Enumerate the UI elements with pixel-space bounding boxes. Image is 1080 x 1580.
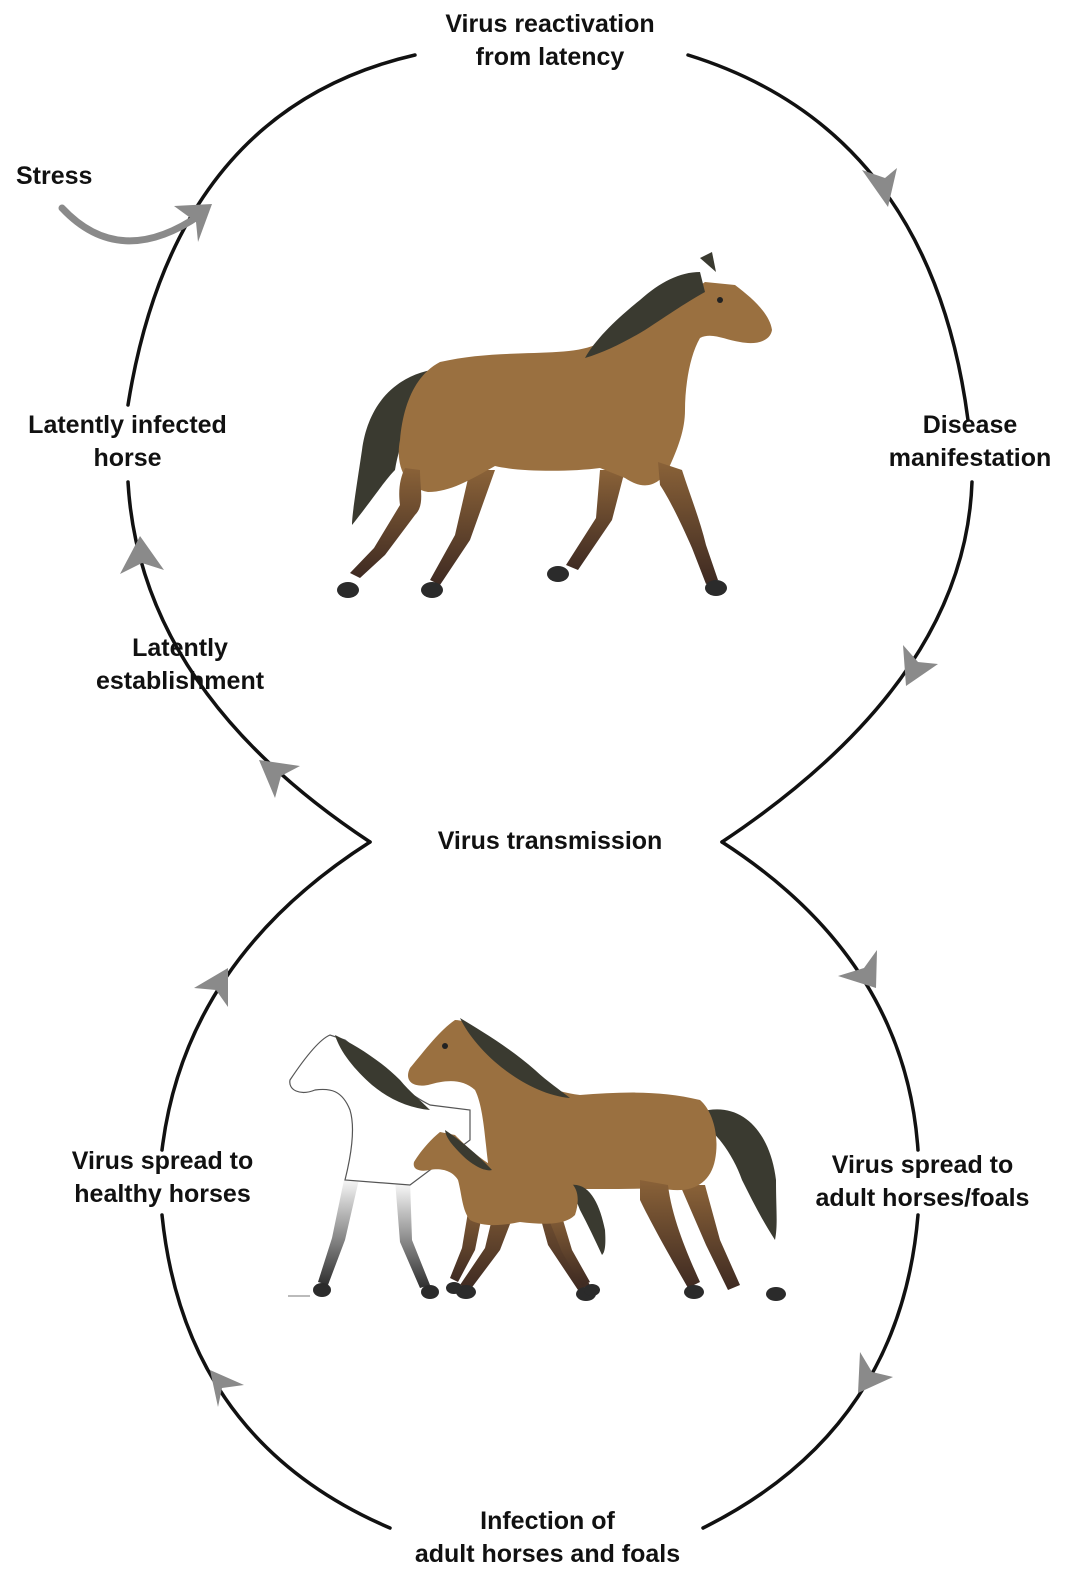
label-infection-line1: Infection of [370,1505,725,1538]
label-disease-line2: manifestation [860,442,1080,475]
label-virus-transmission-text: Virus transmission [390,825,710,858]
horse-group-with-foal-icon [288,1018,786,1301]
label-virus-transmission: Virus transmission [390,825,710,858]
label-latency-establishment: Latently establishment [60,632,300,698]
arc-lower-right-bottom [703,1215,918,1528]
label-latently-infected-line1: Latently infected [0,409,255,442]
label-stress-text: Stress [16,160,92,193]
arc-lower-left-bottom [162,1215,390,1528]
label-infection: Infection of adult horses and foals [370,1505,725,1571]
label-virus-reactivation-line2: from latency [395,41,705,74]
label-latency-establishment-line1: Latently [60,632,300,665]
label-spread-adult-line1: Virus spread to [790,1149,1055,1182]
arrowhead-left-mid [259,760,300,798]
label-latently-infected-line2: horse [0,442,255,475]
label-latently-infected-horse: Latently infected horse [0,409,255,475]
label-disease-line1: Disease [860,409,1080,442]
label-virus-reactivation-line1: Virus reactivation [395,8,705,41]
arc-lower-left-top [162,842,370,1150]
label-spread-healthy-line1: Virus spread to [40,1145,285,1178]
arc-right-lower [722,482,972,842]
label-stress: Stress [16,160,92,193]
label-disease-manifestation: Disease manifestation [860,409,1080,475]
trotting-bay-horse-icon [337,252,772,598]
label-spread-adult-line2: adult horses/foals [790,1182,1055,1215]
label-spread-healthy: Virus spread to healthy horses [40,1145,285,1211]
stress-arrow [62,204,212,242]
label-infection-line2: adult horses and foals [370,1538,725,1571]
label-virus-reactivation: Virus reactivation from latency [395,8,705,74]
arrowhead-lower-right-bottom [858,1352,893,1393]
label-latency-establishment-line2: establishment [60,665,300,698]
label-spread-adult: Virus spread to adult horses/foals [790,1149,1055,1215]
label-spread-healthy-line2: healthy horses [40,1178,285,1211]
arc-top-right [688,55,968,420]
arc-lower-right-top [722,842,918,1150]
